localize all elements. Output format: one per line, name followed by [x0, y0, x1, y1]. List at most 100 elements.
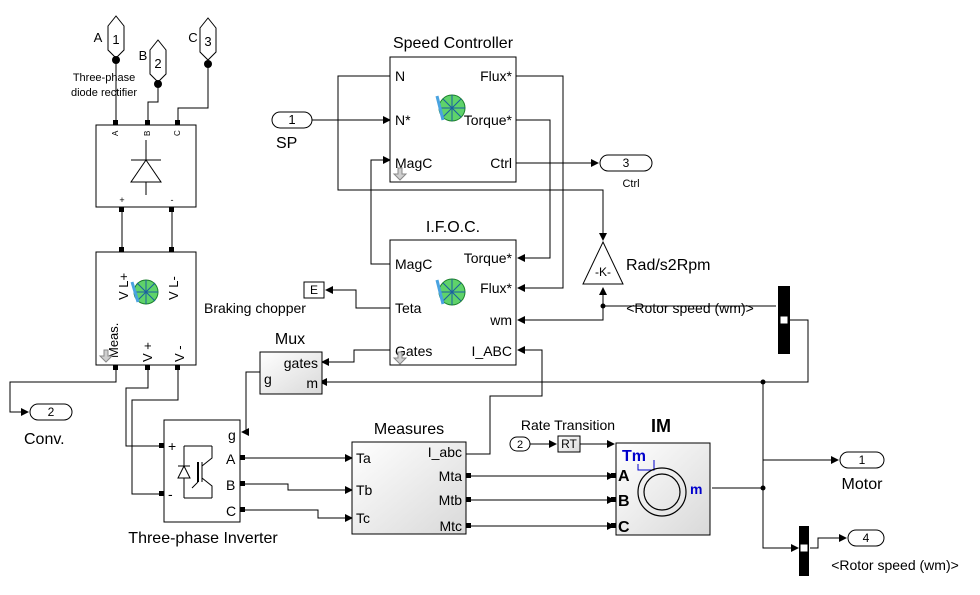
ifoc-flux: Flux* [480, 280, 512, 296]
measures-mtb: Mtb [439, 492, 463, 508]
rectifier-port-plus: + [119, 195, 124, 205]
rate-transition-block[interactable]: RT [557, 435, 581, 453]
dc-measurement-block[interactable]: V L+ V L- Meas. V + V - [95, 247, 197, 370]
braking-chopper-goto[interactable]: E Braking chopper [204, 281, 325, 316]
outport-motor[interactable]: 1 Motor [839, 451, 885, 493]
meas-port-vminus: V - [172, 345, 187, 362]
wire-magc[interactable] [370, 156, 391, 265]
junction-dot [760, 485, 766, 491]
measures-iabc: I_abc [428, 444, 462, 460]
rotor-selector-1-label: <Rotor speed (wm)> [626, 300, 754, 316]
three-phase-inverter-block[interactable]: g A B C + - Three-phase Inverter [128, 419, 278, 547]
inport-sp[interactable]: 1 SP [271, 111, 313, 152]
mux-m: m [306, 375, 318, 391]
im-m: m [690, 481, 702, 497]
inport-sp-label: SP [276, 135, 297, 152]
wire-torque[interactable] [516, 119, 551, 262]
outport-ctrl[interactable]: 3 Ctrl [599, 154, 653, 190]
braking-label: Braking chopper [204, 300, 306, 316]
wire-flux[interactable] [516, 75, 564, 292]
outport-ctrl-num: 3 [623, 156, 630, 170]
diode-rectifier-block[interactable]: A B C + - [95, 120, 197, 212]
gain-label: Rad/s2Rpm [626, 257, 710, 274]
subsystem-icon [435, 94, 466, 122]
meas-port-vplus: V + [140, 342, 155, 362]
inverter-c: C [226, 503, 236, 519]
inverter-minus: - [168, 486, 173, 502]
wire-n-feedback[interactable] [337, 75, 607, 241]
wire-im-selector[interactable] [762, 488, 799, 552]
im-c: C [618, 519, 630, 536]
inport-a[interactable]: 1 A [94, 15, 125, 64]
measures-block[interactable]: Ta Tb Tc I_abc Mta Mtb Mtc [351, 441, 471, 535]
wire-phase-c[interactable] [177, 64, 209, 120]
sc-in-n: N [395, 68, 405, 84]
rate-transition-inport[interactable]: 2 [509, 436, 531, 452]
rectifier-port-b: B [143, 131, 152, 136]
subsystem-icon [435, 278, 466, 306]
down-arrow-icon [392, 351, 408, 365]
wire-vplus-inverter[interactable] [125, 370, 164, 447]
induction-machine-block[interactable]: Tm A B C m [611, 442, 711, 536]
wire-inv-c[interactable] [242, 509, 353, 522]
im-a: A [618, 468, 630, 485]
ifoc-block[interactable]: MagC Teta Gates Torque* Flux* wm I_ABC [389, 239, 517, 366]
speed-controller-block[interactable]: N N* MagC Flux* Torque* Ctrl [389, 56, 517, 183]
im-title: IM [651, 416, 671, 436]
inport-c[interactable]: 3 C [188, 17, 217, 68]
outport-rotor-speed[interactable]: 4 <Rotor speed (wm)> [831, 529, 959, 573]
subsystem-icon [130, 279, 159, 305]
speed-controller-title: Speed Controller [393, 35, 514, 52]
mux-g: g [264, 371, 272, 387]
inport-b[interactable]: 2 B [139, 39, 167, 88]
sc-out-torque: Torque* [464, 112, 513, 128]
inport-a-num: 1 [112, 32, 119, 47]
outport-ctrl-label: Ctrl [622, 178, 639, 190]
ifoc-magc: MagC [395, 256, 432, 272]
wire-iabc[interactable] [466, 346, 543, 455]
diode-icon [130, 140, 162, 195]
wire-meas-conv[interactable] [9, 370, 117, 416]
wire-vminus-inverter[interactable] [131, 370, 179, 495]
down-arrow-icon [98, 349, 114, 363]
wire-im-motor[interactable] [712, 456, 839, 489]
mux-block[interactable]: gates g m [259, 351, 323, 395]
wire-inv-b[interactable] [242, 483, 353, 494]
rotor-speed-selector-1[interactable]: <Rotor speed (wm)> [626, 286, 790, 354]
ifoc-teta: Teta [395, 300, 422, 316]
wire-teta-braking[interactable] [325, 286, 390, 309]
sc-out-flux: Flux* [480, 68, 512, 84]
rectifier-port-c: C [173, 130, 182, 136]
sc-in-magc: MagC [395, 155, 432, 171]
inverter-g: g [228, 427, 236, 443]
wire-phase-b[interactable] [147, 84, 159, 120]
wire-gates-mux[interactable] [321, 349, 390, 366]
wire-m-bus[interactable] [319, 319, 809, 386]
sc-in-nstar: N* [395, 112, 411, 128]
rectifier-name-1: Three-phase [73, 72, 135, 84]
wire-mux-inverter[interactable] [241, 371, 260, 436]
rotor-speed-selector-2[interactable] [799, 526, 809, 576]
wire-selector-out[interactable] [810, 534, 847, 549]
inport-c-letter: C [188, 30, 197, 45]
inport-c-num: 3 [204, 34, 211, 49]
rate-num: 2 [517, 439, 523, 451]
rectifier-port-minus: - [171, 195, 174, 205]
wire-wm[interactable] [517, 305, 776, 324]
outport-motor-num: 1 [859, 453, 866, 467]
inport-b-letter: B [139, 48, 148, 63]
measures-title: Measures [374, 421, 444, 438]
inverter-name: Three-phase Inverter [128, 530, 278, 547]
outport-conv[interactable]: 2 Conv. [24, 403, 73, 448]
down-arrow-icon [392, 167, 408, 181]
measures-mta: Mta [439, 468, 463, 484]
rate-symbol: RT [561, 437, 577, 451]
im-b: B [618, 493, 630, 510]
gain-block[interactable]: -K- Rad/s2Rpm [582, 240, 710, 285]
rate-title: Rate Transition [521, 417, 615, 433]
measures-ta: Ta [356, 450, 371, 466]
outport-motor-label: Motor [842, 476, 884, 493]
braking-tag: E [310, 283, 318, 297]
inport-sp-num: 1 [288, 112, 295, 127]
